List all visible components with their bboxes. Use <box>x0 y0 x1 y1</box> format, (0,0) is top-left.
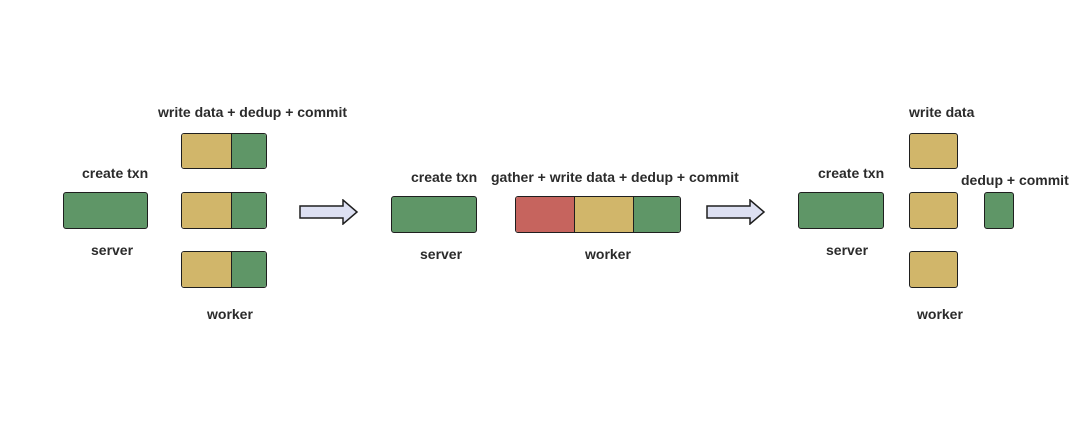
panel2-worker-pipeline <box>515 196 681 233</box>
write-data-segment <box>182 193 231 228</box>
gather-segment <box>516 197 574 232</box>
panel3-write-data-box-2 <box>909 192 958 229</box>
panel2-server-box <box>391 196 477 233</box>
panel3-dedup-commit-box <box>984 192 1014 229</box>
panel1-worker-row-3 <box>181 251 267 288</box>
panel1-worker-label: worker <box>207 306 253 322</box>
panel2-worker-label: worker <box>585 246 631 262</box>
panel1-server-box <box>63 192 148 229</box>
write-data-segment <box>574 197 633 232</box>
panel3-dedup-label: dedup + commit <box>961 172 1069 188</box>
panel3-server-box <box>798 192 884 229</box>
write-data-segment <box>182 134 231 168</box>
panel2-server-label: server <box>420 246 463 262</box>
dedup-commit-segment <box>231 252 266 287</box>
panel3-write-data-box-1 <box>909 133 958 169</box>
dedup-commit-segment <box>633 197 680 232</box>
panel1-worker-row-2 <box>181 192 267 229</box>
panel1-create-txn-label: create txn <box>82 165 149 181</box>
panel3-top-label: write data <box>909 104 975 120</box>
panel3-write-data-box-3 <box>909 251 958 288</box>
dedup-commit-segment <box>231 134 266 168</box>
panel3-create-txn-label: create txn <box>818 165 885 181</box>
panel3-server-label: server <box>826 242 869 258</box>
write-data-segment <box>182 252 231 287</box>
panel1-worker-row-1 <box>181 133 267 169</box>
arrow-right-icon <box>706 199 766 225</box>
panel1-top-label: write data + dedup + commit <box>158 104 348 120</box>
panel1-server-label: server <box>91 242 134 258</box>
panel3-worker-label: worker <box>917 306 963 322</box>
panel2-pipeline-label: gather + write data + dedup + commit <box>491 169 739 185</box>
dedup-commit-segment <box>231 193 266 228</box>
panel2-create-txn-label: create txn <box>411 169 478 185</box>
arrow-right-icon <box>299 199 359 225</box>
